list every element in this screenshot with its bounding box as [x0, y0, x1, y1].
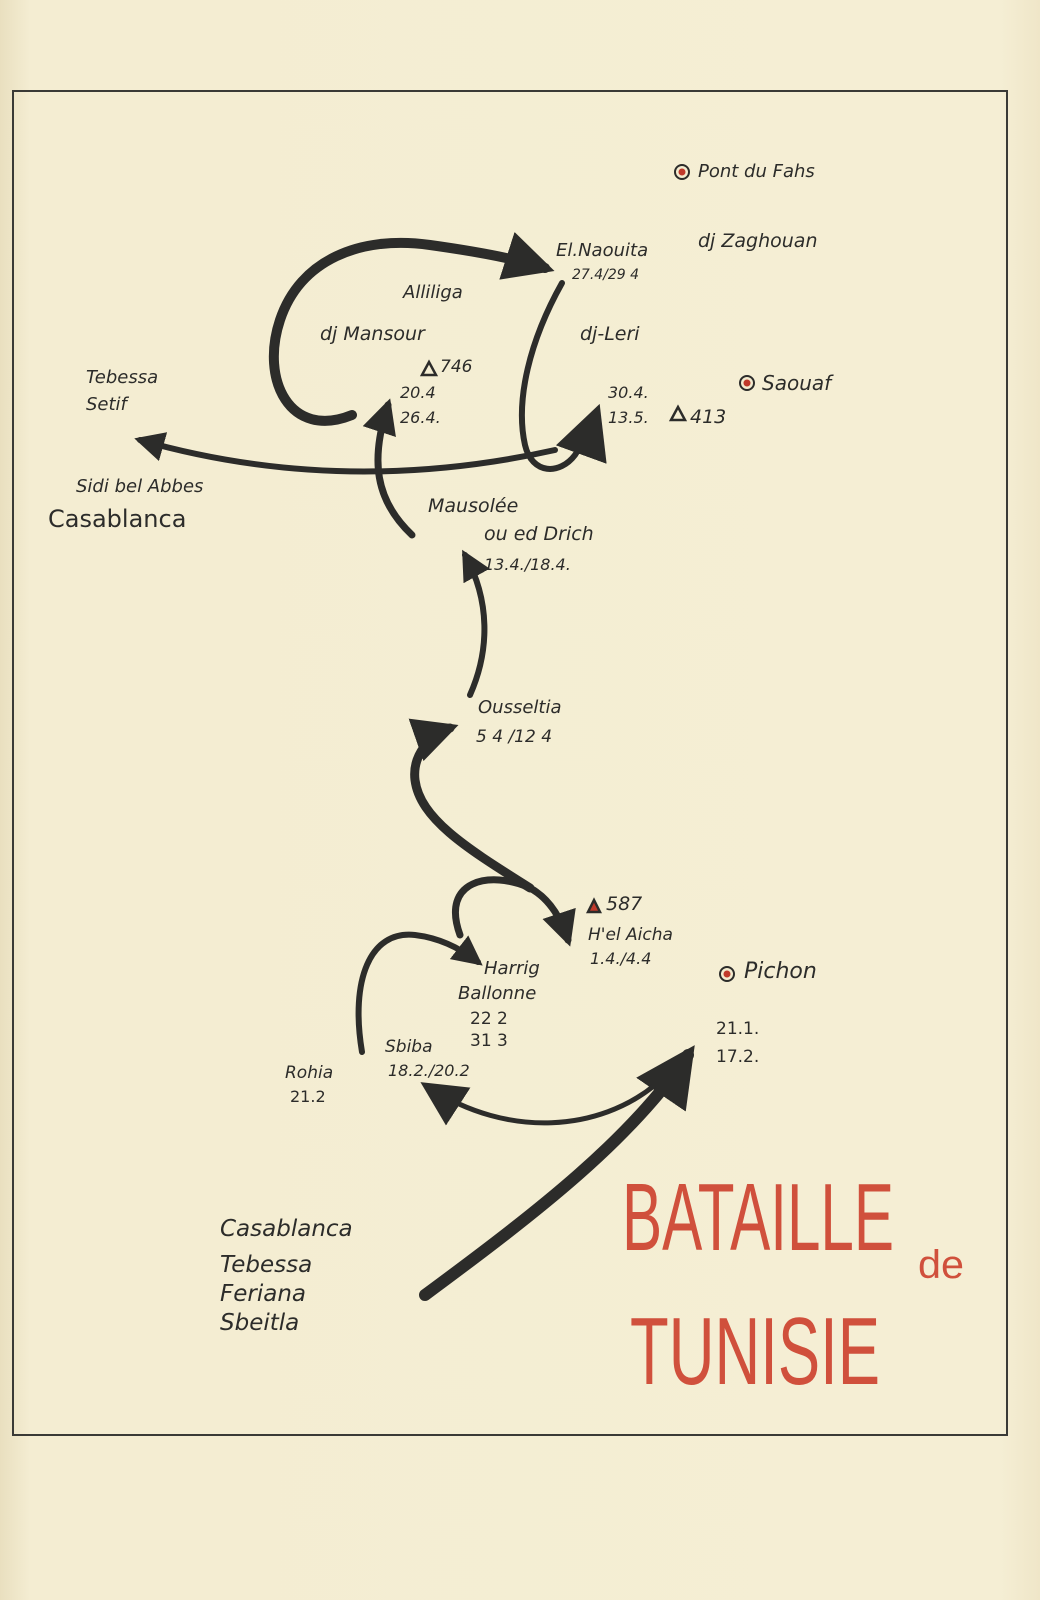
route-arrow-pichon-to-sbiba: [420, 1082, 658, 1126]
label-harrig: Harrig: [484, 958, 540, 979]
route-arrow-to-height-746: [362, 398, 416, 539]
title-line2: TUNISIE: [630, 1298, 880, 1405]
label-casablanca-bottom: Casablanca: [220, 1216, 353, 1242]
label-setif: Setif: [86, 394, 130, 415]
label-sidi-bel-abbes: Sidi bel Abbes: [76, 476, 203, 497]
label-sbiba: Sbiba: [385, 1037, 433, 1057]
label-ballonne-date-b: 31 3: [470, 1031, 508, 1051]
label-sbiba-dates: 18.2./20.2: [388, 1061, 470, 1080]
label-height-746: 746: [440, 357, 473, 377]
route-arrow-westward-return: [134, 432, 558, 475]
label-dj-mansour: dj Mansour: [320, 323, 426, 345]
label-casablanca-top: Casablanca: [48, 505, 186, 533]
route-arrow-to-dj-leri: [518, 280, 607, 472]
label-pichon: Pichon: [744, 959, 817, 984]
label-tebessa-bottom: Tebessa: [220, 1252, 312, 1278]
label-ousseltia: Ousseltia: [478, 697, 562, 718]
label-feriana: Feriana: [220, 1281, 306, 1307]
label-746-date-b: 26.4.: [400, 408, 441, 427]
label-rohia: Rohia: [285, 1063, 333, 1083]
label-ou-ed-drich: ou ed Drich: [484, 523, 594, 545]
label-alliliga: Alliliga: [402, 282, 463, 303]
label-rohia-date: 21.2: [290, 1087, 326, 1106]
route-arrow-to-ousseltia: [408, 718, 535, 893]
label-pichon-date-a: 21.1.: [716, 1019, 759, 1039]
label-el-naouita: El.Naouita: [556, 240, 648, 261]
label-height-587: 587: [606, 893, 642, 915]
route-arrow-to-pichon: [419, 1045, 695, 1301]
route-arrow-to-mausolee: [462, 549, 490, 698]
label-dj-leri: dj-Leri: [580, 323, 640, 345]
title-connector: de: [918, 1243, 964, 1287]
label-ballonne: Ballonne: [458, 983, 536, 1004]
label-ousseltia-dates: 5 4 /12 4: [476, 727, 552, 747]
label-pichon-date-b: 17.2.: [716, 1047, 759, 1067]
route-arrow-rohia-to-harrig: [355, 931, 483, 1055]
label-pont-du-fahs: Pont du Fahs: [698, 161, 815, 182]
map-title: BATAILLE de TUNISIE: [622, 1164, 964, 1405]
label-leri-date-b: 13.5.: [608, 408, 649, 427]
height-markers: [419, 359, 688, 914]
label-tebessa-top: Tebessa: [86, 367, 158, 388]
route-arrow-to-hel-aicha: [451, 876, 576, 947]
label-mausolee-dates: 13.4./18.4.: [484, 555, 571, 574]
label-el-naouita-dates: 27.4/29 4: [572, 267, 639, 283]
town-markers: [674, 164, 755, 982]
triangle-icon-413: [668, 404, 688, 422]
triangle-icon-746: [419, 359, 439, 377]
label-sbeitla: Sbeitla: [220, 1310, 299, 1336]
route-arrow-to-el-naouita: [268, 232, 555, 426]
label-746-date-a: 20.4: [400, 383, 436, 402]
triangle-icon-587: [585, 897, 603, 914]
label-leri-date-a: 30.4.: [608, 383, 649, 402]
title-line1: BATAILLE: [622, 1164, 894, 1271]
label-ballonne-date-a: 22 2: [470, 1009, 508, 1029]
label-dj-zaghouan: dj Zaghouan: [698, 230, 818, 252]
label-hel-aicha: H'el Aicha: [588, 925, 673, 945]
label-saouaf: Saouaf: [762, 371, 834, 395]
label-height-413: 413: [690, 406, 726, 428]
label-mausolee: Mausolée: [428, 495, 518, 517]
label-hel-aicha-dates: 1.4./4.4: [590, 949, 651, 968]
map-frame: [12, 90, 1008, 1436]
